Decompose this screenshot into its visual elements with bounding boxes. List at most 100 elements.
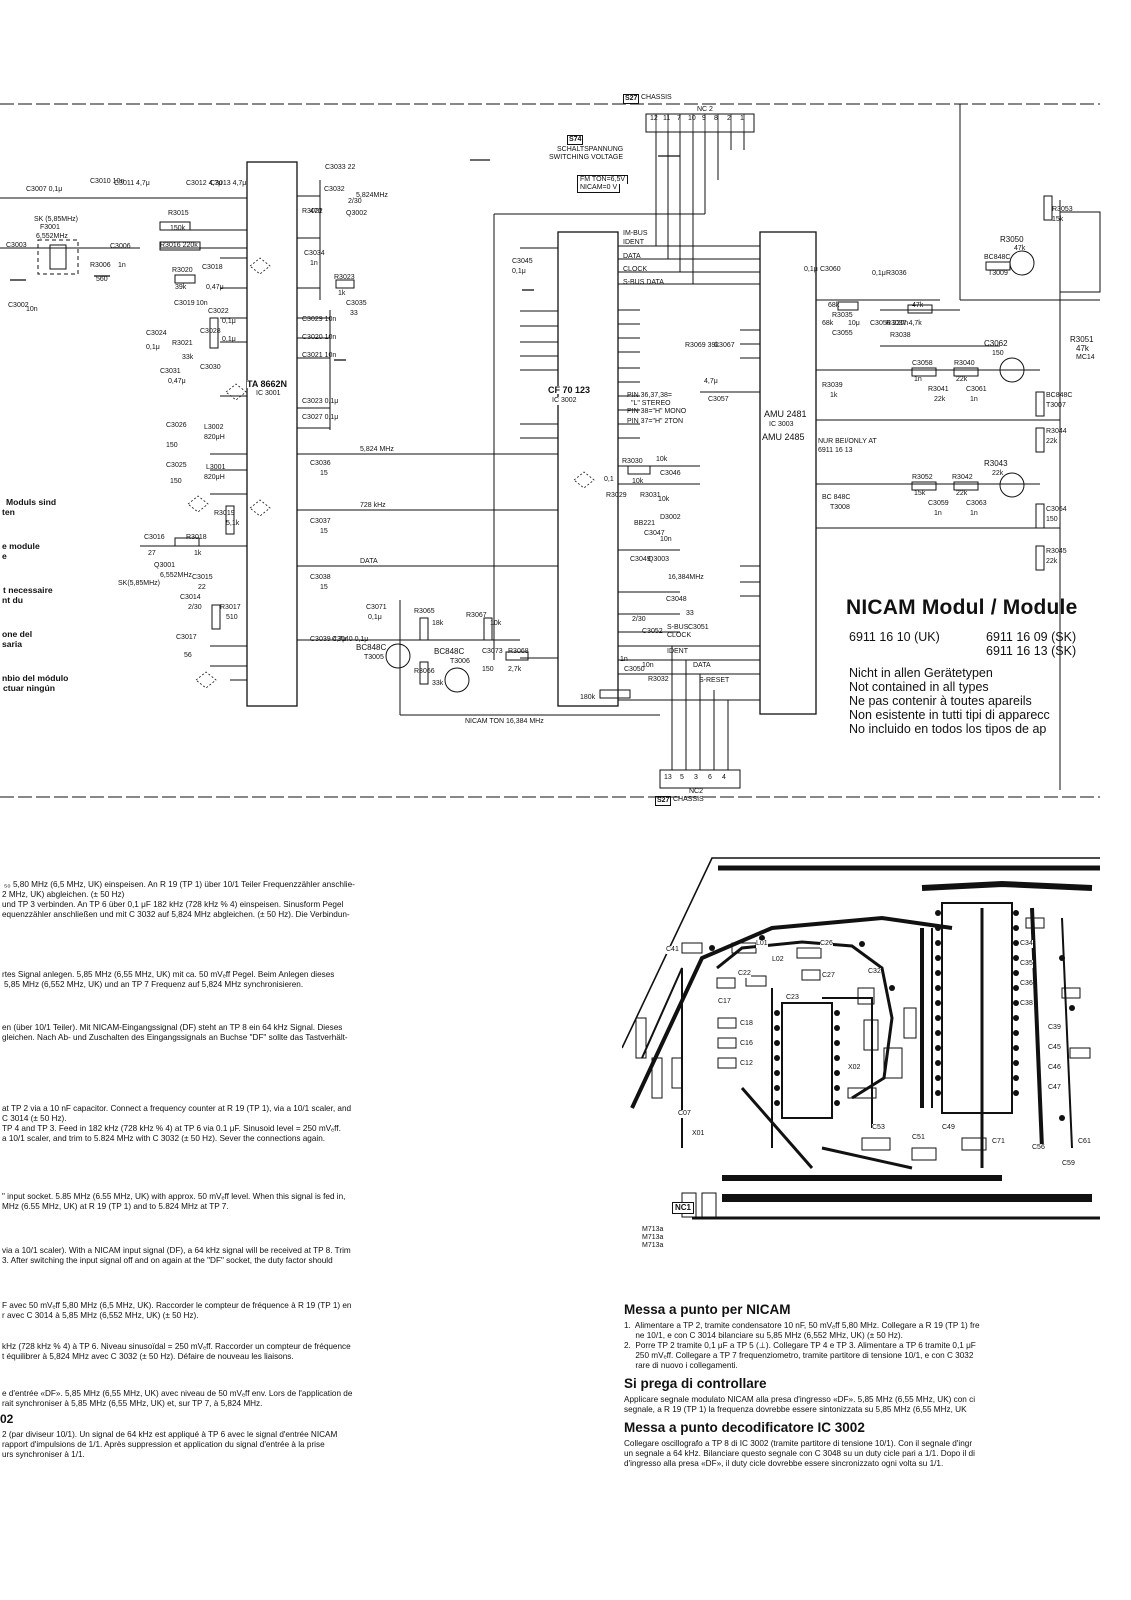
component-label: T3008 — [830, 504, 850, 511]
pcb-layout: NC1 M713a M713a M713a C41 L01 C26 L02 C2… — [622, 848, 1100, 1258]
component-label: C3031 — [160, 368, 181, 375]
component-label: 47k — [1076, 344, 1089, 353]
pcb-label: L01 — [756, 940, 768, 948]
component-label: C3032 — [324, 186, 345, 193]
instr-de1-line: und TP 3 verbinden. An TP 6 über 0,1 μF … — [2, 900, 344, 909]
pcb-label: C56 — [1032, 1144, 1045, 1152]
component-label: C3052 — [642, 628, 663, 635]
component-label: R3020 — [172, 267, 193, 274]
component-label: 68k — [828, 302, 840, 309]
not-contained-es: No incluido en todos los tipos de ap — [849, 722, 1047, 736]
component-label: R3016 220k — [160, 242, 198, 249]
component-label: R3053 — [1052, 206, 1073, 213]
pcb-label: C61 — [1078, 1138, 1091, 1146]
instr-fr4-line: 2 (par diviseur 10/1). Un signal de 64 k… — [2, 1430, 338, 1439]
component-label: BC848C — [1046, 392, 1073, 399]
component-label: 15k — [914, 490, 926, 497]
component-label: C3058 — [912, 360, 933, 367]
connector-pin: 12 — [650, 115, 658, 122]
pcb-label: X01 — [692, 1130, 705, 1138]
component-label: R3045 — [1046, 548, 1067, 555]
instr-de1-line: 2 MHz, UK) abgleichen. (± 50 Hz) — [2, 890, 125, 899]
left-note-line: e module — [2, 541, 40, 551]
component-label: R3040 — [954, 360, 975, 367]
component-label: 150k — [170, 225, 186, 232]
italian-heading-3: Messa a punto decodificatore IC 3002 — [624, 1420, 865, 1435]
component-label: 15 — [320, 584, 328, 591]
component-label: 0,1μ — [804, 266, 818, 273]
component-label: C3027 0,1μ — [302, 414, 339, 421]
component-label: C3061 — [966, 386, 987, 393]
component-label: C3037 — [310, 518, 331, 525]
connector-pin: 4 — [722, 774, 726, 781]
italian-instructions: Messa a punto per NICAM 1. Alimentare a … — [624, 1302, 1100, 1462]
left-note-fragments: Moduls sind ten e module e t necessaire … — [0, 497, 100, 708]
not-contained-fr: Ne pas contenir à toutes apareils — [849, 694, 1032, 708]
ic3002-note: PIN 37="H" 2TON — [627, 418, 683, 425]
component-label: C3025 — [166, 462, 187, 469]
component-label: 0,1μ — [368, 614, 382, 621]
component-label: R3038 — [890, 332, 911, 339]
component-label: R3022 — [302, 208, 323, 215]
not-contained-de: Nicht in allen Gerätetypen — [849, 666, 993, 680]
component-labels: C3007 0,1μ C3010 10n C3012 4,7μ C3011 4,… — [6, 164, 1095, 701]
component-label: C3014 — [180, 594, 201, 601]
ic3003-alt: AMU 2485 — [762, 432, 805, 442]
component-label: 10k — [490, 620, 502, 627]
component-label: C3028 — [200, 328, 221, 335]
component-label: 0,47μ — [168, 378, 186, 385]
pcb-label: C51 — [912, 1134, 925, 1142]
instr-en2-line: " input socket. 5.85 MHz (6.55 MHz, UK) … — [2, 1192, 346, 1201]
switching-en: SWITCHING VOLTAGE — [549, 154, 624, 161]
nc2-label-bottom: NC2 — [689, 788, 704, 795]
pcb-label: C59 — [1062, 1160, 1075, 1168]
instr-de1-line: ₅₀ 5,80 MHz (6,5 MHz, UK) einspeisen. An… — [4, 880, 355, 889]
instr-de2-line: 5,85 MHz (6,552 MHz, UK) und an TP 7 Fre… — [4, 980, 304, 989]
component-label: 2/30 — [188, 604, 202, 611]
left-note-line: nbio del módulo — [2, 673, 69, 683]
chassis-label-top: CHASSIS — [641, 94, 672, 101]
component-label: 39k — [175, 284, 187, 291]
component-label: C3018 — [202, 264, 223, 271]
component-label: C3034 — [304, 250, 325, 257]
component-label: 33 — [350, 310, 358, 317]
not-contained-it: Non esistente in tutti tipi di apparecc — [849, 708, 1050, 722]
connector-pin: 7 — [677, 115, 681, 122]
pcb-label: C41 — [666, 946, 679, 954]
italian-p1-line: 1. Alimentare a TP 2, tramite condensato… — [624, 1321, 980, 1330]
component-label: R3039 — [822, 382, 843, 389]
instr-fr3-line: e d'entrée «DF». 5,85 MHz (6,55 MHz, UK)… — [2, 1389, 353, 1398]
component-label: R3041 — [928, 386, 949, 393]
pcb-label: C71 — [992, 1138, 1005, 1146]
component-label: 6,552MHz — [160, 572, 192, 579]
component-label: 1n — [620, 656, 628, 663]
signal-nicam-ton: NICAM TON 16,384 MHz — [465, 718, 544, 725]
left-note-line: e — [2, 551, 7, 561]
pcb-label: C49 — [942, 1124, 955, 1132]
component-label: 510 — [226, 614, 238, 621]
component-label: T3009 — [988, 270, 1008, 277]
component-label: R3023 — [334, 274, 355, 281]
component-label: R3042 — [952, 474, 973, 481]
component-label: C3023 0,1μ — [302, 398, 339, 405]
component-label: R3015 — [168, 210, 189, 217]
component-label: R3006 — [90, 262, 111, 269]
component-label: C3064 — [1046, 506, 1067, 513]
pcb-label: X02 — [848, 1064, 861, 1072]
component-label: Q3003 — [648, 556, 670, 563]
component-label: 820μH — [204, 434, 225, 441]
component-label: 22k — [1046, 558, 1058, 565]
pcb-label: C45 — [1048, 1044, 1061, 1052]
component-label: C3067 — [714, 342, 735, 349]
component-label: 33k — [432, 680, 444, 687]
component-label: R3037 4,7k — [886, 320, 922, 327]
component-label: 22k — [1046, 438, 1058, 445]
signal-5824mhz: 5,824 MHz — [360, 446, 394, 453]
component-label: 180k — [580, 694, 596, 701]
component-label: D3002 — [660, 514, 681, 521]
component-label: R3067 — [466, 612, 487, 619]
component-label: R3068 — [508, 648, 529, 655]
bus-label-sbus-data: S-BUS DATA — [623, 279, 664, 286]
component-label: BB221 — [634, 520, 656, 527]
instr-fr1-line: F avec 50 mVₑff 5,80 MHz (6,5 MHz, UK). … — [2, 1301, 352, 1310]
